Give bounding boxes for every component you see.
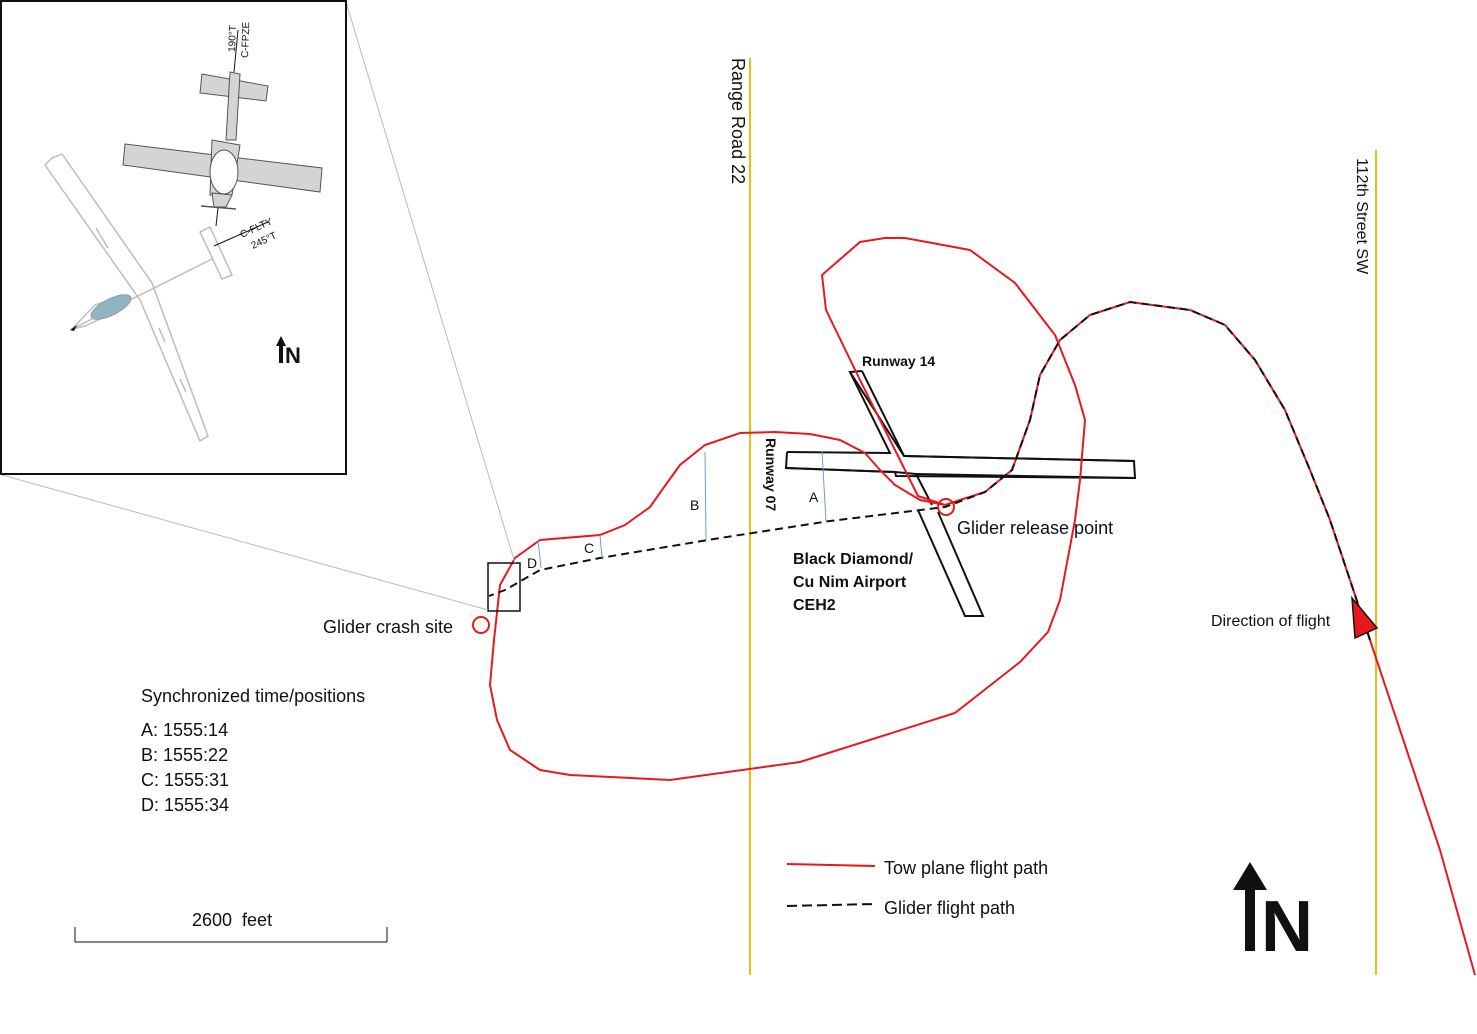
inset-leader-bottom — [1, 474, 489, 611]
glider-canopy — [90, 294, 132, 320]
airport-label: Black Diamond/ Cu Nim Airport CEH2 — [793, 548, 913, 617]
point-label-d: D — [527, 555, 537, 571]
sync-line-d — [537, 539, 542, 569]
sync-line-c — [599, 534, 603, 559]
sync-position-lines — [537, 450, 827, 569]
inset-panel: 190°T C-FPZE C-FLTY 245°T N — [0, 0, 347, 475]
sync-line-b — [704, 451, 707, 541]
scale-bar — [74, 927, 388, 943]
direction-arrow — [1351, 595, 1379, 640]
inset-north-label: N — [285, 343, 301, 368]
sync-heading: Synchronized time/positions — [141, 686, 366, 706]
street-label: 112th Street SW — [1353, 158, 1370, 275]
crash-site-label: Glider crash site — [323, 617, 454, 637]
runway-07-label: Runway 07 — [763, 438, 779, 511]
direction-label: Direction of flight — [1211, 613, 1331, 630]
point-label-c: C — [584, 540, 594, 556]
tow-plane-reg: C-FPZE — [240, 21, 252, 58]
range-road-label: Range Road 22 — [728, 58, 748, 184]
crash-site-marker — [472, 616, 490, 634]
tow-plane-reg-line — [233, 29, 239, 73]
glider-path — [488, 300, 1371, 641]
release-point-label: Glider release point — [957, 518, 1114, 538]
sync-entry-d: D: 1555:34 — [141, 795, 230, 815]
scale-label: 2600 feet — [192, 910, 273, 930]
point-label-a: A — [809, 489, 819, 505]
sync-line-a — [821, 450, 827, 522]
north-arrow-icon: N — [1233, 862, 1313, 967]
runway-14-label: Runway 14 — [862, 353, 936, 369]
inset-leader-top — [345, 1, 516, 564]
airport-name-line2: Cu Nim Airport — [793, 574, 907, 591]
tow-plane-heading: 190°T — [227, 25, 239, 52]
sync-entry-c: C: 1555:31 — [141, 770, 230, 790]
airport-code: CEH2 — [793, 597, 836, 614]
tow-plane-propeller — [200, 205, 237, 210]
sync-entry-a: A: 1555:14 — [141, 720, 229, 740]
glider-reg-line — [213, 221, 269, 247]
sync-legend: Synchronized time/positions A: 1555:14 B… — [141, 684, 365, 818]
crash-zoom-box — [487, 562, 521, 612]
legend-tow-line — [786, 863, 876, 867]
legend-glider-label: Glider flight path — [884, 898, 1016, 918]
point-label-b: B — [690, 497, 699, 513]
tow-plane-icon — [122, 71, 323, 208]
tow-plane-heading-line — [215, 207, 219, 227]
sync-entry-b: B: 1555:22 — [141, 745, 229, 765]
north-label: N — [1261, 887, 1313, 967]
legend-glider-line — [786, 903, 876, 907]
runways — [784, 370, 1137, 617]
inset-north-arrow-icon: N — [276, 336, 301, 368]
release-point-marker — [937, 498, 955, 516]
legend-tow-label: Tow plane flight path — [884, 858, 1049, 878]
glider-nose-marker — [70, 325, 77, 331]
airport-name-line1: Black Diamond/ — [793, 551, 914, 568]
